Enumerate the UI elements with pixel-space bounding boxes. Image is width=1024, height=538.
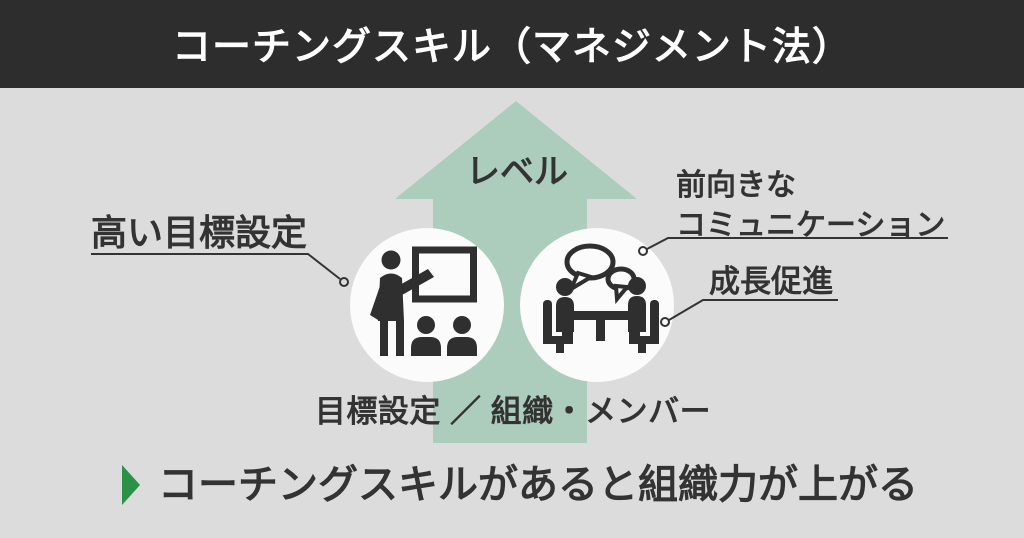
topright-callout-dot — [638, 246, 648, 256]
triangle-bullet-icon — [122, 465, 140, 505]
right-callout-connector — [668, 299, 838, 321]
callout-positive-communication: 前向きな コミュニケーション — [676, 166, 945, 245]
arrow-axis-label: 目標設定 ／ 組織・メンバー — [314, 394, 712, 429]
meeting-icon — [543, 243, 659, 353]
callout-high-goal: 高い目標設定 — [91, 212, 308, 253]
right-callout-dot — [660, 317, 670, 327]
callout-positive-communication-line1: 前向きな — [676, 169, 796, 202]
left-callout-connector — [91, 253, 341, 280]
arrow-level-label: レベル — [466, 153, 568, 191]
header-bar: コーチングスキル（マネジメント法） — [0, 0, 1024, 88]
takeaway-text: コーチングスキルがあると組織力が上がる — [158, 463, 918, 507]
topright-callout-connector — [646, 237, 948, 250]
callout-positive-communication-line2: コミュニケーション — [676, 208, 946, 242]
presentation-icon — [370, 246, 477, 356]
takeaway-row: コーチングスキルがあると組織力が上がる — [122, 462, 918, 508]
callout-connectors — [91, 237, 948, 327]
left-callout-dot — [339, 277, 349, 287]
callout-growth: 成長促進 — [709, 264, 833, 299]
page-title: コーチングスキル（マネジメント法） — [171, 26, 852, 69]
